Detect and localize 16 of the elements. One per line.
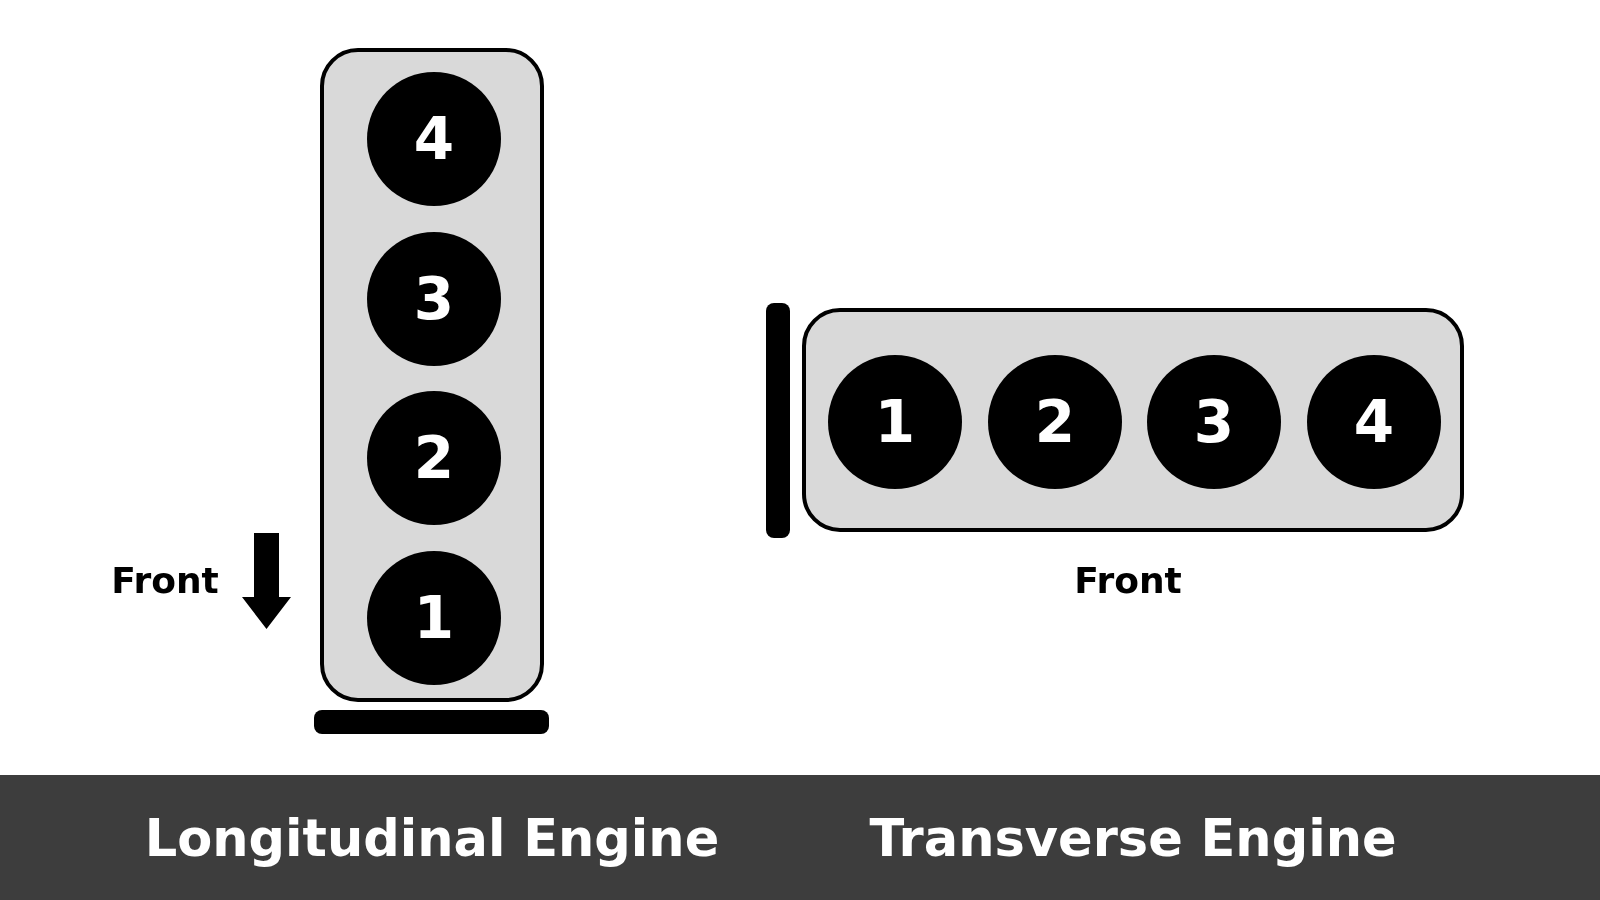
front-label: Front	[111, 559, 219, 601]
cylinder-circle: 4	[1307, 355, 1441, 489]
cylinder-circle: 1	[828, 355, 962, 489]
crankshaft-bar	[766, 303, 790, 538]
cylinder-circle: 2	[367, 391, 501, 525]
cylinder-circle: 1	[367, 551, 501, 685]
cylinder-circle: 3	[367, 232, 501, 366]
engine-type-title: Longitudinal Engine	[144, 808, 720, 868]
cylinder-circle: 4	[367, 72, 501, 206]
engine-block	[802, 308, 1464, 532]
cylinder-circle: 3	[1147, 355, 1281, 489]
cylinder-circle: 2	[988, 355, 1122, 489]
engine-block	[320, 48, 544, 702]
engine-type-title: Transverse Engine	[869, 808, 1397, 868]
front-label: Front	[1074, 559, 1182, 601]
crankshaft-bar	[314, 710, 549, 734]
